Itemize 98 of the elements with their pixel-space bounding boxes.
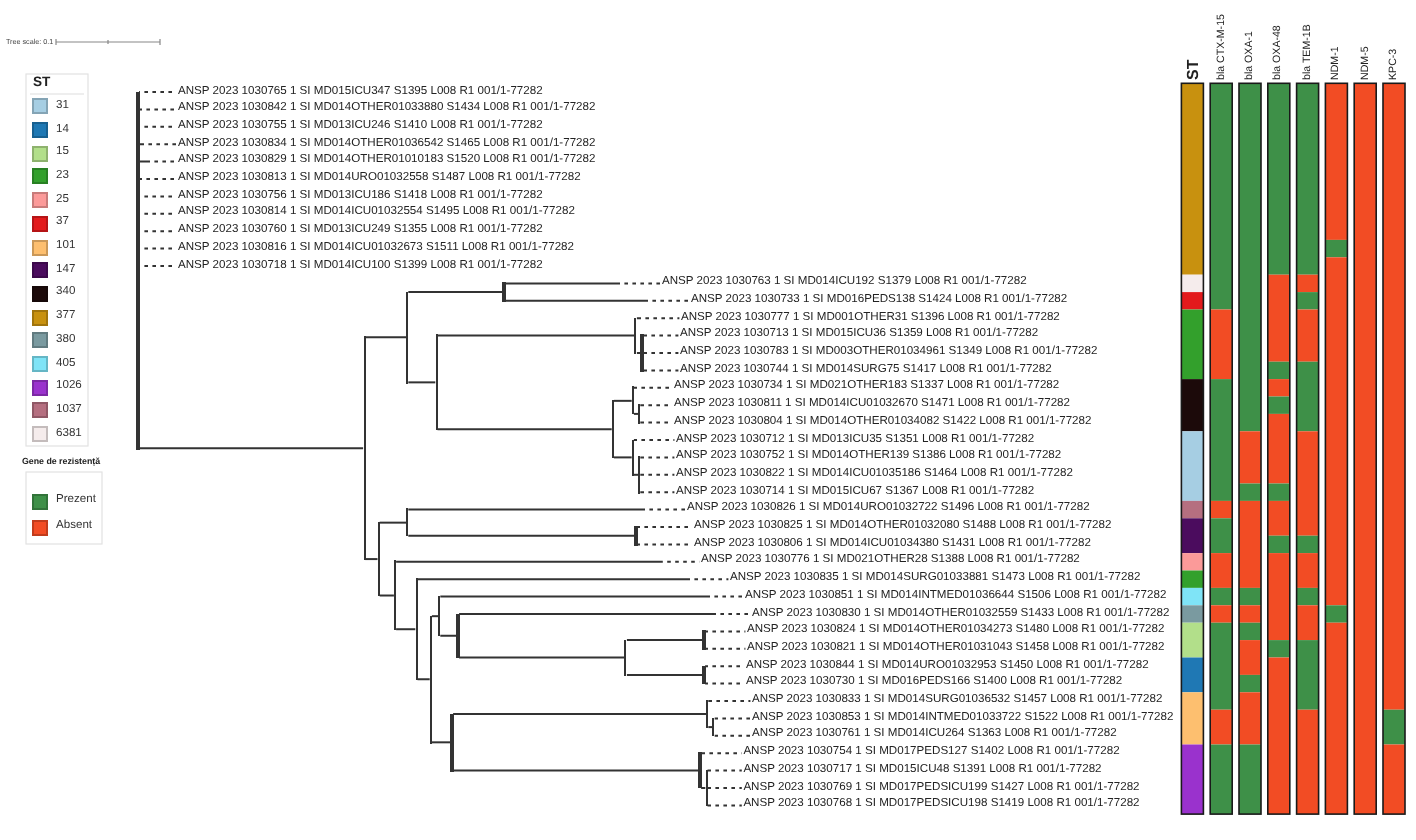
tree-branch bbox=[138, 195, 178, 198]
tree-node-line bbox=[624, 639, 627, 676]
tree-node-line bbox=[393, 560, 397, 631]
tree-node-line bbox=[438, 595, 441, 637]
column-header: ST bbox=[1183, 59, 1202, 80]
tree-branch bbox=[395, 560, 701, 563]
tree-branch bbox=[364, 336, 408, 339]
tree-node-line bbox=[377, 521, 380, 597]
tree-branch bbox=[706, 804, 743, 807]
tree-branch bbox=[430, 741, 452, 744]
tree-branch bbox=[700, 787, 707, 789]
tree-node-line bbox=[712, 717, 715, 737]
tree-branch bbox=[713, 734, 752, 737]
tree-branch bbox=[632, 439, 676, 441]
tree-branch bbox=[706, 787, 743, 789]
tree-node-line bbox=[706, 700, 709, 729]
tree-branch bbox=[612, 399, 633, 402]
tree-branch bbox=[706, 769, 743, 772]
tree-branch bbox=[138, 265, 178, 267]
tree-branch bbox=[642, 352, 680, 354]
tree-branch bbox=[436, 334, 636, 337]
tree-branch bbox=[378, 594, 395, 597]
tree-node-line bbox=[631, 386, 634, 415]
tree-node-line bbox=[456, 613, 460, 659]
tree-branch bbox=[625, 673, 704, 676]
tree-branch bbox=[504, 282, 662, 285]
tree-branch bbox=[407, 534, 636, 537]
tree-branch bbox=[704, 647, 747, 650]
tree-node-line bbox=[502, 282, 506, 302]
tree-node-line bbox=[450, 713, 454, 772]
tree-node-line bbox=[638, 456, 641, 494]
tree-node-line bbox=[705, 769, 708, 807]
tree-branch bbox=[138, 447, 365, 450]
tree-node-line bbox=[634, 526, 638, 546]
tree-branch bbox=[713, 717, 752, 720]
tree-branch bbox=[704, 682, 746, 685]
tree-branch bbox=[452, 713, 708, 716]
tree-node-line bbox=[631, 439, 634, 476]
tree-node-line bbox=[611, 399, 614, 459]
tree-branch bbox=[364, 558, 379, 561]
tree-branch bbox=[707, 700, 752, 702]
tree-branch bbox=[439, 595, 745, 598]
tree-branch bbox=[632, 386, 674, 389]
tree-branch bbox=[642, 334, 680, 337]
tree-branch bbox=[458, 656, 626, 659]
tree-node-line bbox=[406, 291, 409, 384]
tree-branch bbox=[452, 769, 700, 772]
tree-node-line bbox=[363, 336, 366, 561]
tree-branch bbox=[639, 421, 674, 424]
tree-branch bbox=[700, 752, 743, 755]
tree-branch bbox=[639, 473, 676, 476]
tree-branch bbox=[635, 317, 681, 320]
tree-branch bbox=[704, 630, 747, 633]
tree-branch bbox=[138, 230, 178, 233]
tree-branch bbox=[636, 526, 694, 528]
tree-branch bbox=[639, 404, 674, 407]
tree-branch bbox=[436, 428, 613, 431]
tree-node-line bbox=[634, 317, 637, 354]
tree-branch bbox=[138, 178, 178, 180]
tree-branch bbox=[704, 665, 746, 668]
tree-branch bbox=[138, 108, 178, 111]
tree-branch bbox=[458, 613, 752, 615]
tree-node-line bbox=[136, 91, 140, 450]
tree-branch bbox=[612, 456, 633, 459]
tree-branch bbox=[632, 412, 640, 415]
tree-branch bbox=[639, 491, 676, 494]
tree-branch bbox=[395, 628, 417, 631]
tree-branch bbox=[707, 726, 714, 729]
tree-branch bbox=[636, 543, 694, 546]
tree-node-line bbox=[429, 615, 432, 744]
tree-branch bbox=[642, 369, 680, 372]
tree-node-line bbox=[702, 665, 706, 685]
tree-branch bbox=[407, 508, 687, 511]
tree-node-line bbox=[435, 334, 438, 431]
tree-branch bbox=[138, 160, 178, 163]
tree-node-line bbox=[415, 578, 418, 681]
tree-branch bbox=[416, 678, 431, 681]
tree-branch bbox=[138, 125, 178, 128]
tree-node-line bbox=[638, 404, 641, 424]
tree-branch bbox=[635, 352, 642, 354]
tree-branch bbox=[138, 247, 178, 250]
tree-branch bbox=[138, 212, 178, 215]
tree-node-line bbox=[698, 752, 702, 789]
tree-branch bbox=[439, 634, 458, 637]
tree-node-line bbox=[406, 508, 409, 537]
tree-branch bbox=[138, 91, 178, 93]
tree-branch bbox=[407, 381, 437, 384]
tree-branch bbox=[407, 291, 504, 294]
tree-branch bbox=[430, 615, 440, 618]
tree-branch bbox=[632, 473, 640, 476]
tree-branch bbox=[639, 456, 676, 459]
tree-branch bbox=[625, 639, 704, 642]
tree-node-line bbox=[702, 630, 706, 650]
tree-branch bbox=[416, 578, 730, 581]
tree-branch bbox=[138, 143, 178, 146]
tree-branch bbox=[504, 299, 691, 302]
tree-node-line bbox=[640, 334, 644, 372]
tree-branch bbox=[378, 521, 408, 524]
